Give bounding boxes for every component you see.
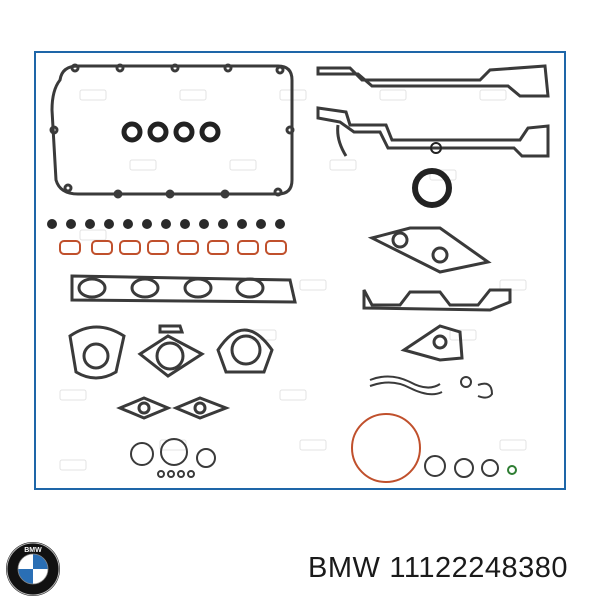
o-rings-right: [424, 455, 499, 478]
egr-cooler-gasket: [367, 226, 492, 274]
brand-name: BMW: [308, 552, 381, 584]
large-o-ring: [351, 413, 421, 483]
green-o-ring: [507, 465, 517, 475]
part-number: 11122248380: [389, 552, 568, 584]
o-rings-left: [130, 438, 216, 478]
bmw-logo: BMW: [6, 542, 60, 596]
svg-text:BMW: BMW: [24, 547, 42, 554]
thermostat-gasket: [400, 324, 464, 362]
intake-port-gaskets: [59, 240, 287, 255]
cover-gaskets-right: [316, 64, 550, 158]
hose-seals: [369, 375, 494, 399]
photo-frame: [34, 51, 566, 490]
turbo-gasket-center: [137, 324, 205, 378]
turbo-gasket-left: [68, 325, 126, 380]
turbo-gasket-right: [216, 328, 274, 374]
small-ring: [430, 142, 442, 154]
valve-cover-gasket: [49, 63, 295, 199]
intake-gasket-right: [362, 288, 512, 312]
crank-seal: [412, 168, 452, 208]
plug-tube-seals: [121, 121, 221, 143]
flange-gaskets: [116, 396, 231, 420]
exhaust-manifold-gasket: [70, 274, 297, 304]
valve-stem-seals: [47, 219, 285, 229]
